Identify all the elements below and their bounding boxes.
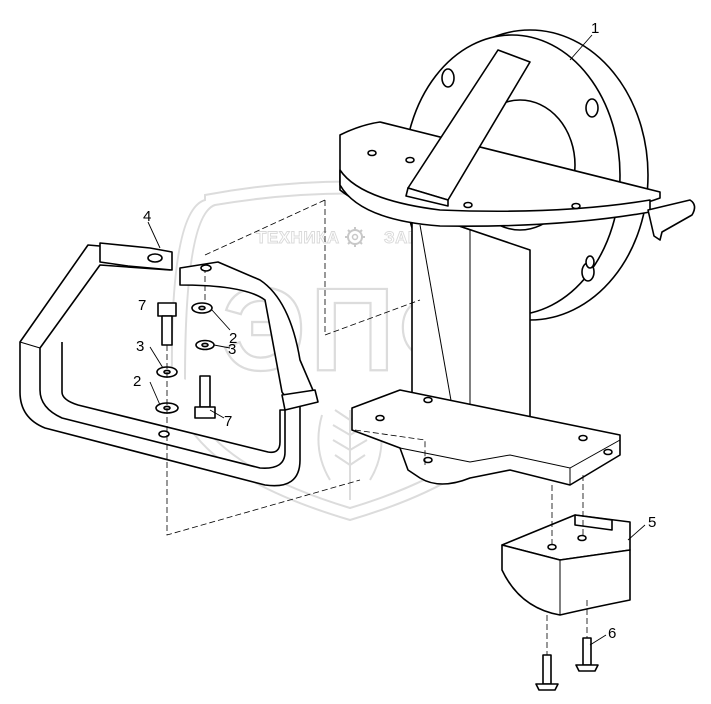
screw-left (535, 654, 559, 691)
rod-bracket-outer (19, 244, 301, 487)
base-plate-edge (399, 439, 621, 469)
bolt-7-lower (194, 375, 216, 419)
callout-5: 5 (648, 514, 656, 531)
wedge-hole (577, 534, 587, 542)
rod-bracket-tab (99, 242, 173, 271)
base-hole (423, 396, 433, 404)
rod-bracket-inner (61, 342, 285, 454)
rod-bracket-foot (281, 389, 319, 411)
part-5-wedge-block (501, 514, 631, 616)
assembly-lines (166, 199, 588, 655)
callout-6: 6 (608, 625, 616, 642)
collar-hole (463, 201, 473, 209)
callouts: 1 2 2 2 3 3 4 5 6 7 7 (133, 20, 656, 642)
bolt-7-upper (157, 302, 177, 346)
flange-hole (585, 98, 599, 118)
callout-3-right: 3 (228, 341, 236, 358)
gear-icon (345, 227, 365, 247)
callout-2-right: 2 (229, 330, 237, 347)
tab-hole (147, 253, 163, 263)
leader-lines (147, 34, 646, 646)
callout-7-lower: 7 (224, 413, 232, 430)
screw-right (575, 637, 599, 672)
part-6-screws (535, 637, 599, 691)
callout-3-left: 3 (136, 338, 144, 355)
wedge-hole (547, 543, 557, 551)
diagonal-strap-bottom (405, 187, 449, 207)
arm-hole (200, 264, 212, 272)
collar-hole (367, 149, 377, 157)
collar-hole (405, 156, 415, 164)
clamp-tab (647, 199, 696, 241)
callout-1: 1 (591, 20, 599, 37)
base-hole (423, 456, 433, 464)
callout-2-left: 2 (133, 373, 141, 390)
base-hole (578, 434, 588, 442)
rod-bracket-edge (19, 341, 41, 349)
part-1-flange-assembly (339, 29, 696, 486)
base-hole (375, 414, 385, 422)
flange-hole (441, 68, 455, 88)
foot-hole (158, 430, 170, 438)
base-hole (603, 448, 613, 456)
wedge-slot (574, 514, 613, 531)
collar-hole (571, 202, 581, 210)
callout-7-upper: 7 (138, 297, 146, 314)
watermark-left-word: ТЕХНИКА (256, 228, 340, 247)
callout-4: 4 (143, 208, 151, 225)
flange-hole-small (585, 255, 595, 269)
part-4-rod-bracket (19, 242, 319, 487)
base-plate (351, 389, 621, 486)
